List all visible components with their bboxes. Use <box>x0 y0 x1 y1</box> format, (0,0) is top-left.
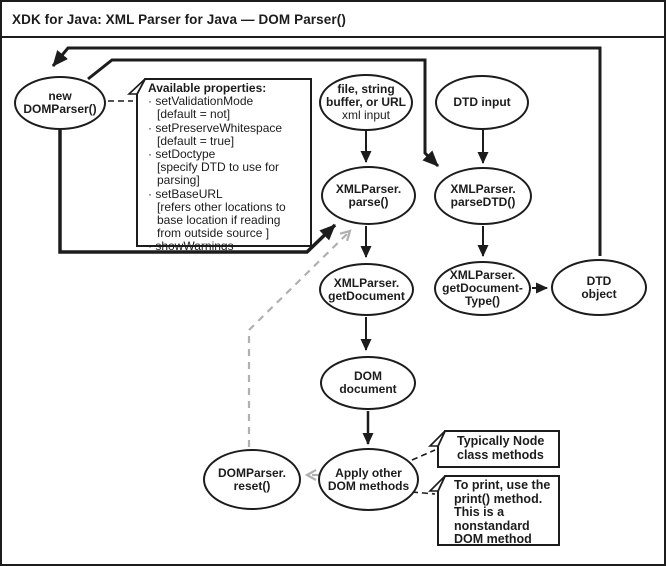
node-label: new DOMParser() <box>23 89 97 116</box>
diagram-title: XDK for Java: XML Parser for Java — DOM … <box>2 2 664 38</box>
link-apply-methods-to-print-note <box>411 491 436 495</box>
node-label: XMLParser. getDocument <box>328 275 405 303</box>
note-fold-icon <box>126 78 146 95</box>
node-xml-input: file, string buffer, or URL xml input <box>319 74 413 131</box>
node-label: DTD object <box>581 273 617 301</box>
node-getdocumenttype: XMLParser. getDocument- Type() <box>434 261 531 316</box>
node-dom-document: DOM document <box>320 356 416 410</box>
node-label: DOMParser. reset() <box>217 465 287 493</box>
arrow-reset-to-parse <box>247 229 352 447</box>
node-parsedtd: XMLParser. parseDTD() <box>434 167 532 225</box>
note-fold-icon <box>428 430 446 447</box>
node-label: file, string buffer, or URL <box>326 82 406 109</box>
property-line: base location if reading <box>157 213 281 228</box>
arrow-new-domparser-to-parsedtd <box>87 58 440 168</box>
node-label: XMLParser. parseDTD() <box>450 182 516 209</box>
note-print-method: To print, use the print() method. This i… <box>454 478 551 546</box>
node-getdocument: XMLParser. getDocument <box>319 263 414 316</box>
property-line: [default = not] <box>157 107 231 122</box>
node-dtd-input: DTD input <box>435 75 529 130</box>
properties-heading: Available properties: <box>148 81 267 95</box>
property-line: from outside source ] <box>157 226 270 241</box>
property-line: · showWarnings <box>148 239 234 254</box>
node-label: Apply other DOM methods <box>327 465 410 493</box>
property-line: · setPreserveWhitespace <box>148 120 283 135</box>
note-fold-icon <box>428 475 446 492</box>
property-line: · setBaseURL <box>148 186 223 201</box>
property-line: · setValidationMode <box>148 94 254 109</box>
arrow-new-domparser-to-parse <box>58 130 337 254</box>
property-line: [specify DTD to use for <box>157 160 280 175</box>
node-new-domparser: new DOMParser() <box>14 76 106 130</box>
node-domparser-reset: DOMParser. reset() <box>203 449 301 510</box>
node-dtd-object: DTD object <box>551 259 647 316</box>
arrow-dtd-object-to-new-domparser <box>51 46 602 256</box>
node-label: DTD input <box>453 95 511 109</box>
node-apply-dom-methods: Apply other DOM methods <box>318 448 419 511</box>
node-label: XMLParser. parse() <box>335 181 402 209</box>
link-apply-methods-to-node-note <box>411 449 436 461</box>
property-line: [default = true] <box>157 133 235 148</box>
property-line: [refers other locations to <box>157 199 286 214</box>
node-label: XMLParser. getDocument- Type() <box>442 268 523 308</box>
property-line: parsing] <box>157 173 200 188</box>
node-sublabel: xml input <box>341 108 391 122</box>
properties-note: Available properties: · setValidationMod… <box>136 78 312 253</box>
node-parse: XMLParser. parse() <box>321 166 416 225</box>
node-label: DOM document <box>339 369 397 396</box>
property-line: · setDoctype <box>148 147 216 162</box>
note-node-methods: Typically Node class methods <box>457 434 545 462</box>
